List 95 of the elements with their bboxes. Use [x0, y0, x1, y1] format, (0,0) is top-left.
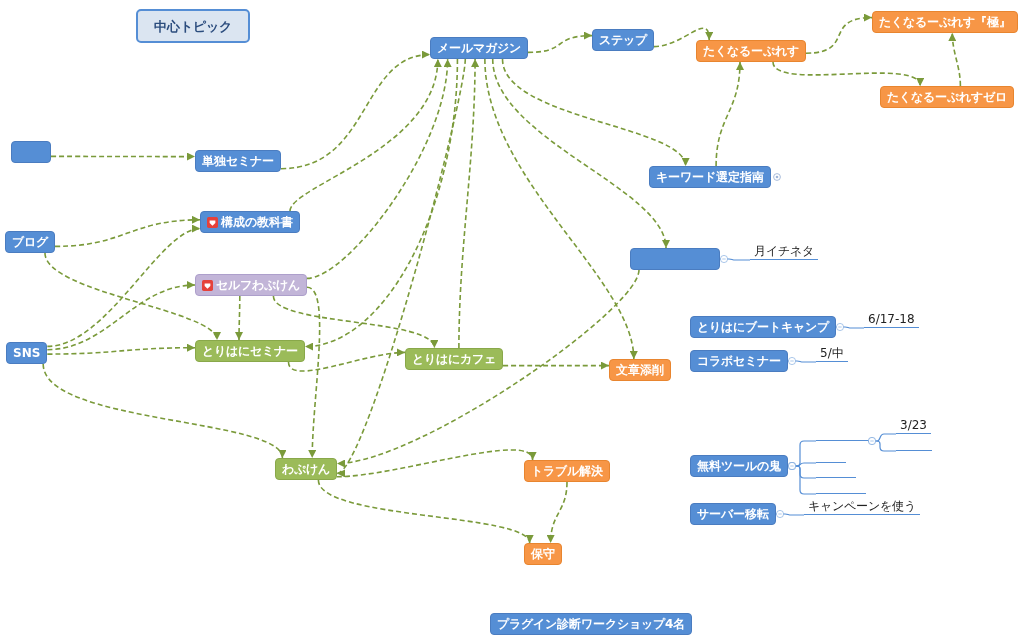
dashed-arrow	[289, 58, 441, 212]
topic-label: とりはにカフェ	[412, 352, 496, 366]
dashed-arrow	[502, 361, 610, 370]
dashed-arrow	[42, 363, 284, 459]
topic-label: プラグイン診断ワークショップ4名	[497, 617, 686, 631]
topic-label: ブログ	[12, 235, 48, 249]
topic-box	[690, 350, 788, 372]
topic-label: ステップ	[599, 33, 647, 47]
topic-box	[6, 342, 48, 364]
underline	[896, 450, 932, 451]
topic-label: キーワード選定指南	[656, 170, 764, 184]
underline	[816, 462, 846, 463]
topic-label: セルフわぷけん	[216, 278, 300, 292]
branch-label: 月イチネタ	[750, 244, 818, 260]
dashed-arrow	[306, 286, 321, 459]
dashed-arrow	[772, 61, 921, 87]
topic-box	[200, 211, 300, 233]
underline	[816, 440, 868, 441]
topic-box	[690, 316, 836, 338]
dashed-arrow	[336, 58, 467, 475]
topic-box	[5, 231, 55, 253]
topic-label: 単独セミナー	[202, 154, 274, 168]
dashed-arrow	[527, 31, 593, 54]
topic-box	[11, 141, 51, 163]
dashed-arrow	[46, 281, 196, 351]
topic-label: たくなるーぷれす『極』	[879, 15, 1011, 29]
central-topic-box	[136, 9, 250, 43]
topic-label: 構成の教科書	[221, 215, 293, 229]
topic-label: わぷけん	[282, 462, 330, 476]
branch-line	[867, 436, 897, 452]
dashed-arrow	[484, 58, 637, 360]
dashed-arrow	[715, 61, 744, 167]
dashed-arrow	[287, 348, 406, 372]
dashed-arrow	[805, 14, 873, 54]
branch-line	[787, 461, 817, 495]
topic-box	[490, 613, 693, 635]
topic-box	[524, 543, 562, 565]
dashed-arrow	[336, 449, 534, 478]
topic-label: とりはにセミナー	[202, 344, 298, 358]
topic-label: SNS	[13, 346, 41, 360]
topic-box	[195, 150, 281, 172]
topic-box	[195, 340, 305, 362]
branch-line	[835, 322, 865, 332]
topic-box	[609, 359, 671, 381]
topic-box	[690, 455, 788, 477]
branch-line	[775, 509, 805, 519]
topic-box	[592, 29, 654, 51]
topic-label: コラボセミナー	[697, 354, 781, 368]
branch-line	[719, 254, 751, 264]
topic-label: メールマガジン	[437, 41, 521, 55]
branch-label: 3/23	[896, 418, 931, 434]
topic-box	[430, 37, 528, 59]
dashed-arrow	[272, 295, 436, 349]
dashed-arrow	[501, 58, 687, 167]
dashed-arrow	[491, 58, 669, 249]
topic-box	[195, 274, 307, 296]
dashed-arrow	[317, 479, 531, 544]
topic-box	[690, 503, 776, 525]
dashed-arrow	[46, 226, 201, 348]
topic-label: 中心トピック	[154, 18, 232, 34]
topic-label: 保守	[531, 547, 555, 561]
topic-label: 無料ツールの鬼	[697, 459, 781, 473]
branch-label: キャンペーンを使う	[804, 499, 920, 515]
topic-box	[630, 248, 720, 270]
branch-label: 5/中	[816, 346, 848, 362]
topic-label: たくなるーぷれすゼロ	[887, 90, 1007, 104]
dashed-arrow	[235, 295, 244, 341]
dashed-arrow	[44, 252, 218, 341]
topic-box	[872, 11, 1018, 33]
underline	[816, 477, 856, 478]
dashed-arrow	[50, 152, 196, 161]
dashed-arrow	[948, 32, 962, 87]
topic-box	[649, 166, 771, 188]
topic-box	[275, 458, 337, 480]
topic-label: たくなるーぷれす	[703, 44, 799, 58]
topic-box	[524, 460, 610, 482]
dashed-arrow	[458, 58, 479, 349]
dashed-arrow	[336, 269, 640, 467]
topic-box	[405, 348, 503, 370]
topic-label: とりはにブートキャンプ	[697, 320, 829, 334]
topic-box	[880, 86, 1014, 108]
dashed-arrow	[46, 343, 196, 355]
topic-box	[696, 40, 806, 62]
dashed-arrow	[280, 51, 431, 170]
dashed-arrow	[547, 481, 568, 544]
dashed-arrow	[306, 58, 451, 280]
topic-label: サーバー移転	[697, 507, 769, 521]
topic-label: トラブル解決	[531, 464, 603, 478]
dashed-arrow	[653, 27, 713, 48]
dashed-arrow	[304, 58, 459, 350]
dashed-arrow	[54, 216, 201, 248]
topic-label: 文章添削	[616, 363, 664, 377]
branch-label: 6/17-18	[864, 312, 919, 328]
branch-line	[787, 356, 817, 366]
underline	[816, 493, 866, 494]
